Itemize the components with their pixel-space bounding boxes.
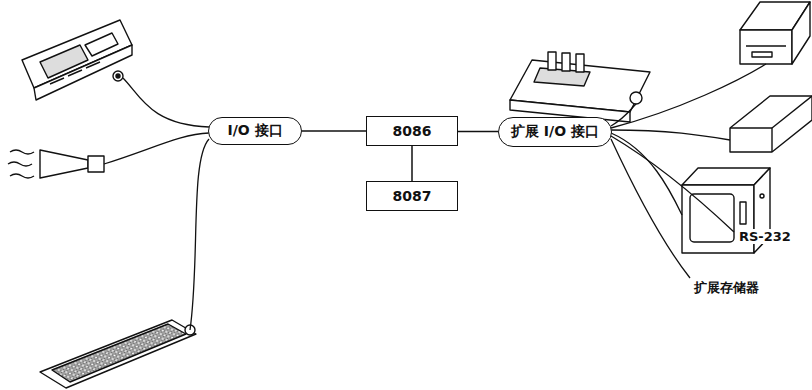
bus-line bbox=[411, 146, 413, 181]
box-label: 扩展 I/O 接口 bbox=[511, 123, 599, 141]
memory-label: 扩展存储器 bbox=[693, 279, 760, 297]
box-label: 8086 bbox=[393, 123, 432, 139]
coprocessor-box: 8087 bbox=[366, 181, 458, 211]
disk-drive bbox=[740, 2, 810, 64]
expansion-io-box: 扩展 I/O 接口 bbox=[498, 117, 612, 147]
io-interface-box: I/O 接口 bbox=[208, 117, 302, 145]
external-unit bbox=[730, 96, 812, 152]
box-label: 8087 bbox=[393, 188, 432, 204]
keyboard bbox=[40, 320, 196, 388]
cpu-box: 8086 bbox=[366, 116, 458, 146]
port-label: RS-232 bbox=[738, 229, 792, 244]
handheld-device bbox=[22, 20, 132, 100]
speaker bbox=[8, 150, 104, 178]
bus-line bbox=[458, 131, 498, 133]
box-label: I/O 接口 bbox=[227, 122, 282, 140]
bus-line bbox=[302, 130, 366, 132]
